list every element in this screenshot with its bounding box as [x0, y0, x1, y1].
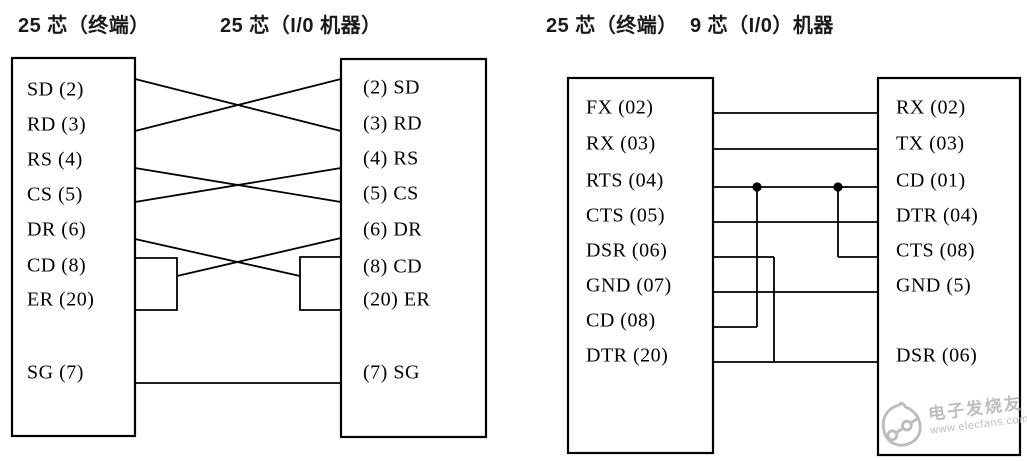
d2-left-pin-gnd: GND (07) — [586, 274, 672, 297]
d1-left-pin-sd: SD (2) — [27, 78, 84, 101]
d2-right-pin-tx: TX (03) — [896, 132, 965, 155]
d2-junction-dot-right — [833, 182, 843, 192]
d1-right-pin-sg: (7) SG — [363, 361, 420, 384]
d1-left-pin-er: ER (20) — [27, 288, 95, 311]
d2-right-pin-gnd: GND (5) — [896, 274, 972, 297]
d1-left-pin-cs: CS (5) — [27, 183, 83, 206]
d1-right-pin-rd: (3) RD — [363, 112, 423, 135]
d2-left-pin-fx: FX (02) — [586, 96, 654, 119]
d2-left-pin-cd: CD (08) — [586, 309, 656, 332]
d1-left-connector-box — [10, 56, 137, 438]
d2-right-pin-dtr: DTR (04) — [896, 204, 979, 227]
d1-right-pin-rs: (4) RS — [363, 147, 419, 170]
d1-right-connector-box — [339, 57, 488, 439]
d1-right-header: 25 芯（I/0 机器） — [220, 15, 382, 37]
d1-wire-dr-to-right-jumper — [134, 238, 301, 277]
d1-left-header: 25 芯（终端） — [18, 15, 150, 37]
d2-right-pin-dsr: DSR (06) — [896, 344, 978, 367]
d1-wire-left-jumper-to-dr — [176, 237, 342, 277]
d2-right-pin-cd: CD (01) — [896, 169, 966, 192]
d1-left-pin-cd: CD (8) — [27, 254, 87, 277]
d2-right-header: 9 芯（I/0）机器 — [690, 15, 834, 37]
d1-left-pin-rs: RS (4) — [27, 148, 83, 171]
d1-right-pin-cs: (5) CS — [363, 182, 419, 205]
d2-right-pin-cts: CTS (08) — [896, 239, 975, 262]
elecfans-logo-icon — [881, 401, 922, 447]
d2-left-connector-box — [566, 76, 715, 455]
d1-wire-rd-to-sd — [134, 78, 342, 132]
d2-right-connector-box — [876, 76, 1022, 457]
d2-left-pin-rx: RX (03) — [586, 132, 656, 155]
d2-left-pin-dtr: DTR (20) — [586, 344, 669, 367]
d1-left-cd-er-jumper — [135, 257, 178, 311]
d1-right-pin-er: (20) ER — [363, 288, 431, 311]
d1-left-pin-dr: DR (6) — [27, 218, 87, 241]
d2-left-pin-rts: RTS (04) — [586, 169, 664, 192]
d1-right-pin-cd: (8) CD — [363, 255, 423, 278]
watermark: 电子发烧友 www.elecfans.com — [875, 383, 1027, 453]
d1-right-cd-er-jumper — [299, 256, 341, 311]
d2-right-pin-rx: RX (02) — [896, 96, 966, 119]
d1-left-pin-sg: SG (7) — [27, 361, 84, 384]
d2-left-pin-cts: CTS (05) — [586, 204, 665, 227]
d2-left-header: 25 芯（终端） — [546, 15, 678, 37]
d1-wire-cs-to-rs — [134, 167, 342, 203]
d1-right-pin-sd: (2) SD — [363, 76, 420, 99]
d1-right-pin-dr: (6) DR — [363, 218, 423, 241]
d2-junction-dot-left — [752, 182, 762, 192]
d1-left-pin-rd: RD (3) — [27, 113, 87, 136]
d2-left-pin-dsr: DSR (06) — [586, 239, 668, 262]
